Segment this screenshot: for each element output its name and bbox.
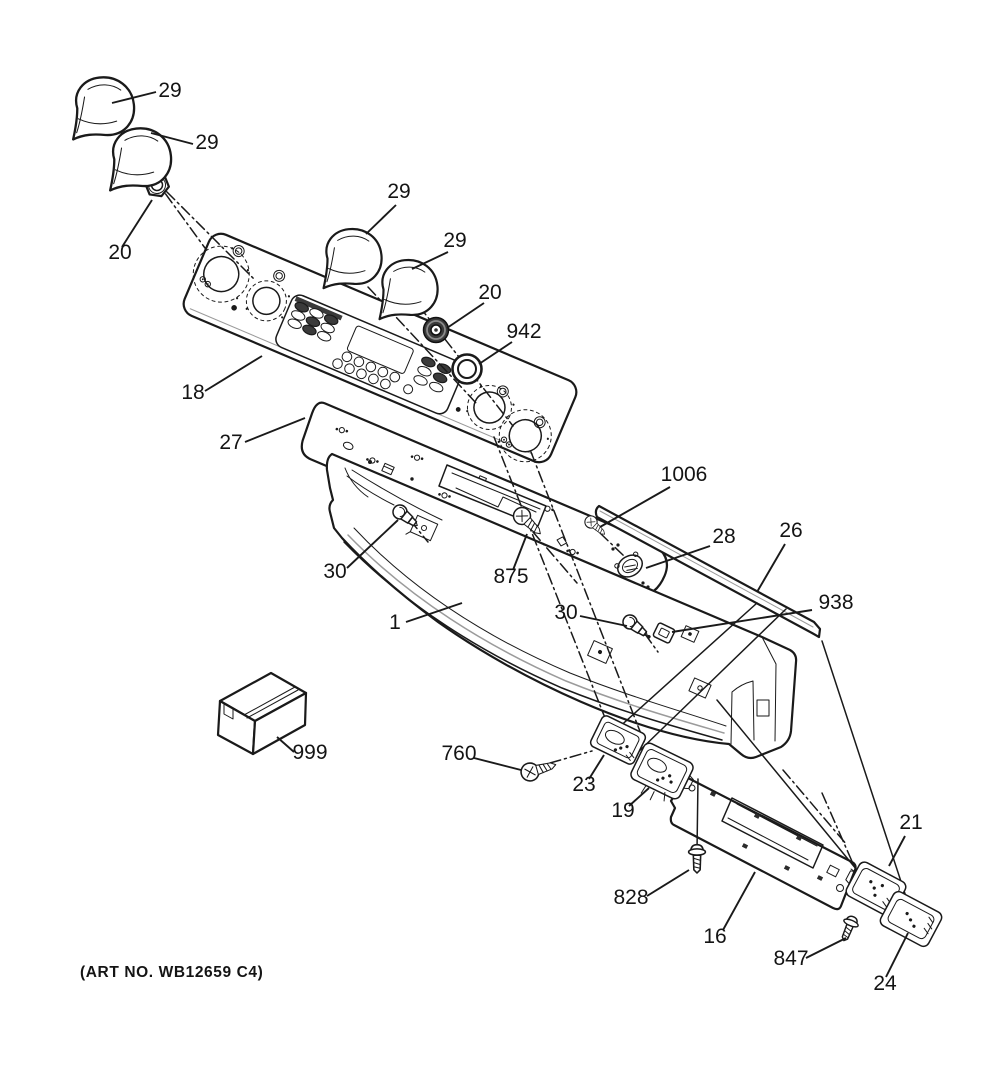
callout-29-a: 29 — [158, 79, 181, 102]
sensor-28 — [614, 551, 643, 578]
screw-760 — [518, 755, 559, 784]
callout-labels: 29 29 20 29 29 20 942 18 27 1006 30 875 … — [108, 79, 922, 995]
callout-16: 16 — [703, 925, 726, 948]
seal-ring-942 — [451, 353, 483, 385]
callout-29-d: 29 — [443, 229, 466, 252]
screw-828 — [687, 843, 707, 874]
callout-19: 19 — [611, 799, 634, 822]
screw-847 — [836, 913, 862, 945]
burner-knob-29-d — [372, 255, 442, 321]
switch-23 — [589, 715, 647, 765]
callout-24: 24 — [873, 972, 897, 995]
callout-1006: 1006 — [661, 463, 708, 486]
callout-875: 875 — [493, 565, 528, 588]
switch-24 — [879, 890, 943, 948]
hex-nut-20-mid — [422, 316, 450, 344]
callout-28: 28 — [712, 525, 735, 548]
burner-knob-29-a — [65, 73, 139, 141]
burner-knob-29-c — [316, 224, 386, 290]
number-buttons — [332, 351, 401, 390]
callout-21: 21 — [899, 811, 922, 834]
callout-942: 942 — [506, 320, 541, 343]
keypad-area — [275, 294, 465, 415]
callout-847: 847 — [773, 947, 808, 970]
art-number: (ART NO. WB12659 C4) — [80, 964, 263, 981]
callout-29-c: 29 — [387, 180, 410, 203]
callout-828: 828 — [613, 886, 648, 909]
leader-lines — [111, 91, 909, 978]
callout-18: 18 — [181, 381, 204, 404]
clip-938 — [647, 622, 676, 644]
control-bracket-16 — [669, 775, 859, 911]
callout-999: 999 — [292, 741, 327, 764]
alignment-lines — [409, 519, 912, 913]
callout-29-b: 29 — [195, 131, 218, 154]
panel-tick-marks — [231, 247, 549, 443]
trim-strip-26 — [594, 504, 822, 639]
callout-30-a: 30 — [323, 560, 346, 583]
control-panel-overlay-18 — [182, 232, 578, 464]
callout-23: 23 — [572, 773, 595, 796]
control-panel-body-1 — [325, 452, 798, 760]
callout-1: 1 — [389, 611, 401, 634]
callout-20-a: 20 — [108, 241, 131, 264]
parts-box-999 — [216, 671, 308, 756]
callout-26: 26 — [779, 519, 802, 542]
callout-27: 27 — [219, 431, 242, 454]
callout-938: 938 — [818, 591, 853, 614]
callout-20-b: 20 — [478, 281, 501, 304]
switch-19 — [630, 742, 694, 802]
callout-760: 760 — [441, 742, 476, 765]
callout-30-b: 30 — [554, 601, 577, 624]
